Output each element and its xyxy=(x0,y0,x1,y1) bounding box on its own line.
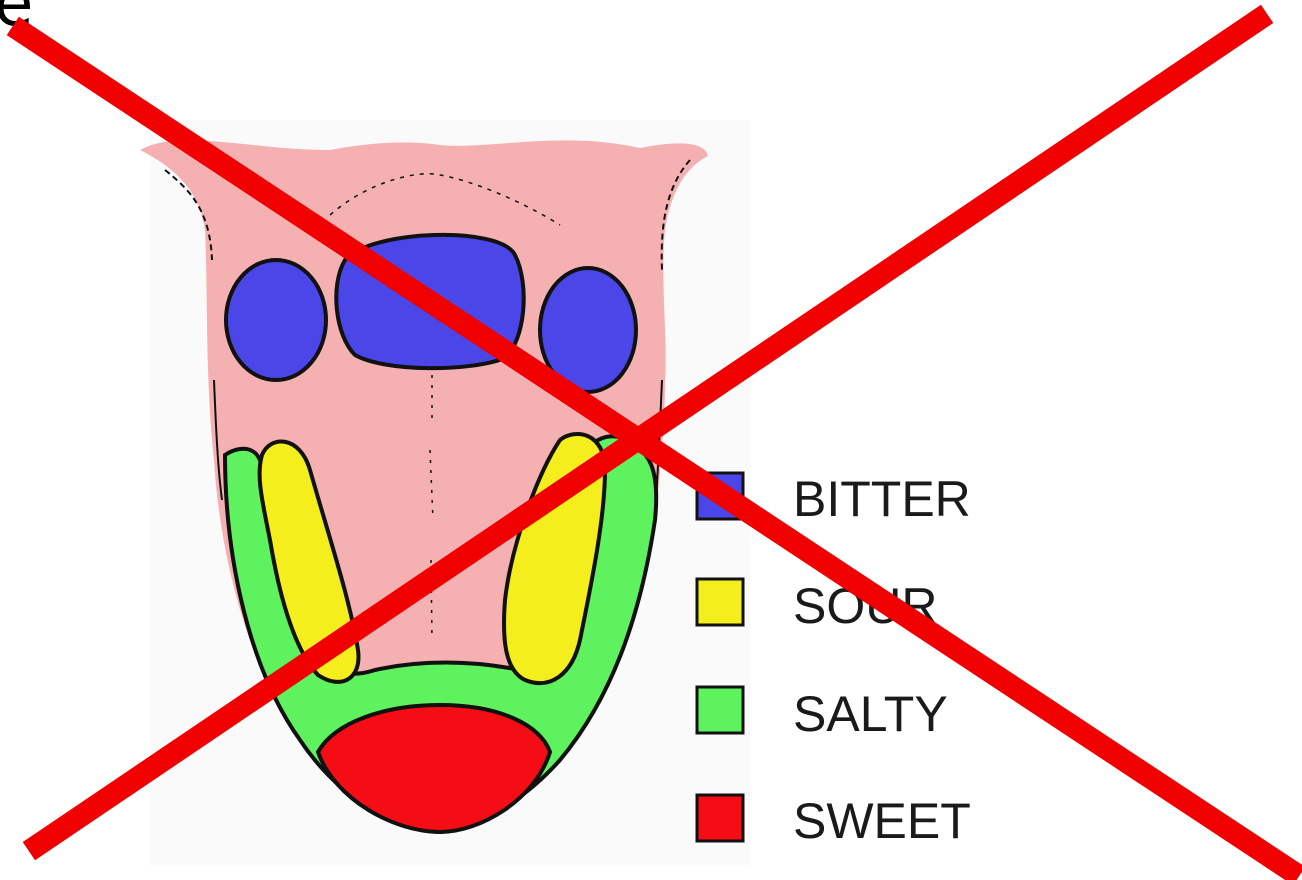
legend-label-bitter: BITTER xyxy=(793,471,971,527)
legend-swatch-salty xyxy=(697,687,743,733)
legend-swatch-sour xyxy=(697,579,743,625)
legend-label-salty: SALTY xyxy=(793,686,948,742)
bitter-zone-left xyxy=(226,260,326,380)
legend-label-sweet: SWEET xyxy=(793,793,971,849)
legend-swatch-sweet xyxy=(697,795,743,841)
